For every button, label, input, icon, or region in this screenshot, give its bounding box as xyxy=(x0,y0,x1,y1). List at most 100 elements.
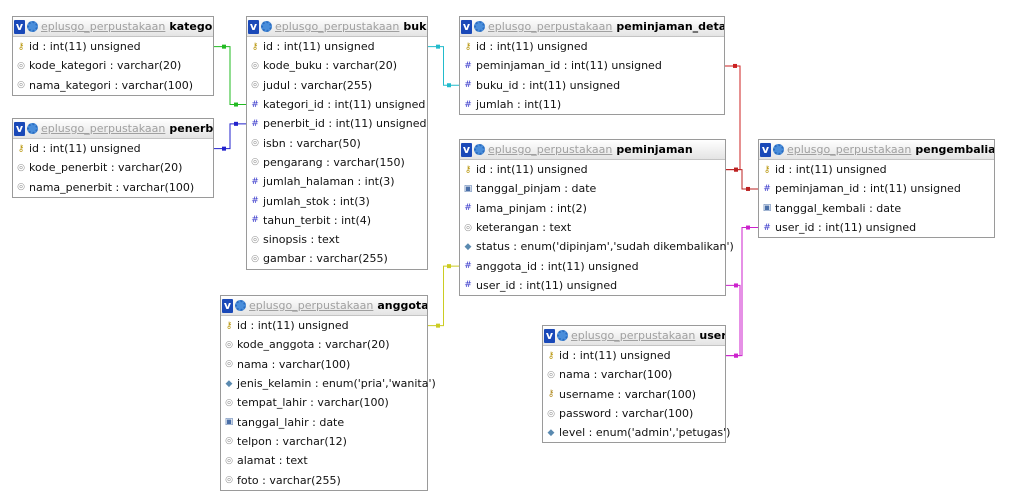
column-row[interactable]: ▣tanggal_lahir : date xyxy=(221,412,427,431)
database-name: eplusgo_perpustakaan xyxy=(41,122,166,135)
column-row[interactable]: ⚷username : varchar(100) xyxy=(543,385,725,404)
column-row[interactable]: #penerbit_id : int(11) unsigned xyxy=(247,114,427,133)
column-row[interactable]: ◎kode_penerbit : varchar(20) xyxy=(13,158,213,177)
table-header[interactable]: v eplusgo_perpustakaan peminjaman xyxy=(460,140,725,160)
column-row[interactable]: #peminjaman_id : int(11) unsigned xyxy=(759,179,994,198)
column-row[interactable]: ◎kode_anggota : varchar(20) xyxy=(221,335,427,354)
toggle-icon[interactable]: v xyxy=(544,328,555,343)
table-pengembalian[interactable]: v eplusgo_perpustakaan pengembalian ⚷id … xyxy=(758,139,995,239)
table-kategori[interactable]: v eplusgo_perpustakaan kategori ⚷id : in… xyxy=(12,16,214,96)
toggle-icon[interactable]: v xyxy=(222,298,233,313)
column-row[interactable]: ◎kode_buku : varchar(20) xyxy=(247,56,427,75)
column-row[interactable]: ⚷id : int(11) unsigned xyxy=(759,160,994,179)
column-label: username : varchar(100) xyxy=(559,387,697,401)
table-header[interactable]: v eplusgo_perpustakaan peminjaman_detail xyxy=(460,17,724,37)
column-row[interactable]: ⚷ id : int(11) unsigned xyxy=(543,346,725,365)
table-user[interactable]: v eplusgo_perpustakaan user ⚷ id : int(11… xyxy=(542,325,731,444)
table-header[interactable]: v eplusgo_perpustakaan penerbit xyxy=(13,119,213,139)
column-row[interactable]: ◎telpon : varchar(12) xyxy=(221,432,427,451)
gear-icon[interactable] xyxy=(235,300,246,311)
relation-endpoint xyxy=(746,225,750,230)
column-row[interactable]: ◎pengarang : varchar(150) xyxy=(247,153,427,172)
enum-icon: ◆ xyxy=(547,427,555,438)
column-row[interactable]: ◎keterangan : text xyxy=(460,218,725,237)
column-row[interactable]: ⚷id : int(11) unsigned xyxy=(13,37,213,56)
column-row[interactable]: ◎password : varchar(100) xyxy=(543,404,725,423)
database-name: eplusgo_perpustakaan xyxy=(488,143,613,156)
column-row[interactable]: ◎nama : varchar(100) xyxy=(543,365,725,384)
toggle-icon[interactable]: v xyxy=(760,142,771,157)
column-row[interactable]: ⚷id : int(11) unsigned xyxy=(221,316,427,335)
column-row[interactable]: #jumlah_stok : int(3) xyxy=(247,191,427,210)
table-penerbit[interactable]: v eplusgo_perpustakaan penerbit ⚷id : in… xyxy=(12,118,214,198)
column-label: nama_penerbit : varchar(100) xyxy=(29,180,195,194)
column-row[interactable]: #jumlah_halaman : int(3) xyxy=(247,172,427,191)
table-header[interactable]: v eplusgo_perpustakaan kategori xyxy=(13,17,213,37)
column-row[interactable]: #jumlah : int(11) xyxy=(460,95,724,114)
column-row[interactable]: ◎foto : varchar(255) xyxy=(221,470,427,489)
column-row[interactable]: ◆level : enum('admin','petugas') xyxy=(543,423,731,442)
relation-line xyxy=(726,284,741,357)
column-row[interactable]: ▣tanggal_pinjam : date xyxy=(460,179,725,198)
gear-icon[interactable] xyxy=(27,21,38,32)
gear-icon[interactable] xyxy=(474,144,485,155)
text-icon: ◎ xyxy=(251,234,259,245)
text-icon: ◎ xyxy=(225,436,233,447)
column-row[interactable]: #user_id : int(11) unsigned xyxy=(460,276,725,295)
column-row[interactable]: #user_id : int(11) unsigned xyxy=(759,218,994,237)
column-row[interactable]: ⚷id : int(11) unsigned xyxy=(460,37,724,56)
column-row[interactable]: #tahun_terbit : int(4) xyxy=(247,211,427,230)
gear-icon[interactable] xyxy=(27,123,38,134)
column-row[interactable]: ◎nama_kategori : varchar(100) xyxy=(13,76,213,95)
key-icon: ⚷ xyxy=(547,350,555,361)
toggle-icon[interactable]: v xyxy=(14,19,25,34)
column-row[interactable]: ◎nama_penerbit : varchar(100) xyxy=(13,178,213,197)
column-row[interactable]: #anggota_id : int(11) unsigned xyxy=(460,256,725,275)
column-row[interactable]: #buku_id : int(11) unsigned xyxy=(460,76,724,95)
column-row[interactable]: ◎sinopsis : text xyxy=(247,230,427,249)
column-row[interactable]: ◎nama : varchar(100) xyxy=(221,355,427,374)
column-label: status : enum('dipinjam','sudah dikembal… xyxy=(476,240,734,254)
column-row[interactable]: ◆jenis_kelamin : enum('pria','wanita') xyxy=(221,374,436,393)
toggle-icon[interactable]: v xyxy=(461,142,472,157)
text-icon: ◎ xyxy=(251,157,259,168)
hash-icon: # xyxy=(464,99,472,110)
column-row[interactable]: ◎judul : varchar(255) xyxy=(247,76,427,95)
table-name: kategori xyxy=(169,20,213,33)
column-row[interactable]: ◎gambar : varchar(255) xyxy=(247,249,427,268)
toggle-icon[interactable]: v xyxy=(461,19,472,34)
column-row[interactable]: ▣tanggal_kembali : date xyxy=(759,199,994,218)
column-row[interactable]: ⚷id : int(11) unsigned xyxy=(247,37,427,56)
table-header[interactable]: v eplusgo_perpustakaan buku xyxy=(247,17,427,37)
gear-icon[interactable] xyxy=(773,144,784,155)
column-row[interactable]: ◎tempat_lahir : varchar(100) xyxy=(221,393,427,412)
relation-line xyxy=(214,46,246,106)
column-row[interactable]: ◆status : enum('dipinjam','sudah dikemba… xyxy=(460,237,734,256)
gear-icon[interactable] xyxy=(474,21,485,32)
column-row[interactable]: #kategori_id : int(11) unsigned xyxy=(247,95,427,114)
column-row[interactable]: #lama_pinjam : int(2) xyxy=(460,199,725,218)
table-header[interactable]: v eplusgo_perpustakaan pengembalian xyxy=(759,140,994,160)
column-row[interactable]: ◎kode_kategori : varchar(20) xyxy=(13,56,213,75)
column-label: id : int(11) unsigned xyxy=(263,40,375,54)
column-row[interactable]: ◎alamat : text xyxy=(221,451,427,470)
column-row[interactable]: ⚷id : int(11) unsigned xyxy=(460,160,725,179)
table-peminjaman-detail[interactable]: v eplusgo_perpustakaan peminjaman_detail… xyxy=(459,16,725,116)
column-row[interactable]: ◎isbn : varchar(50) xyxy=(247,133,427,152)
column-label: id : int(11) unsigned xyxy=(559,349,671,363)
toggle-icon[interactable]: v xyxy=(14,121,25,136)
table-buku[interactable]: v eplusgo_perpustakaan buku ⚷id : int(11… xyxy=(246,16,428,270)
table-header[interactable]: v eplusgo_perpustakaan anggota xyxy=(221,296,427,316)
toggle-icon[interactable]: v xyxy=(248,19,259,34)
table-peminjaman[interactable]: v eplusgo_perpustakaan peminjaman ⚷id : … xyxy=(459,139,734,297)
column-row[interactable]: #peminjaman_id : int(11) unsigned xyxy=(460,56,724,75)
table-header[interactable]: v eplusgo_perpustakaan user xyxy=(543,326,725,346)
table-anggota[interactable]: v eplusgo_perpustakaan anggota ⚷id : int… xyxy=(220,295,436,491)
column-row[interactable]: ⚷id : int(11) unsigned xyxy=(13,139,213,158)
text-icon: ◎ xyxy=(547,408,555,419)
column-label: id : int(11) unsigned xyxy=(476,40,588,54)
gear-icon[interactable] xyxy=(261,21,272,32)
gear-icon[interactable] xyxy=(557,330,568,341)
hash-icon: # xyxy=(464,280,472,291)
